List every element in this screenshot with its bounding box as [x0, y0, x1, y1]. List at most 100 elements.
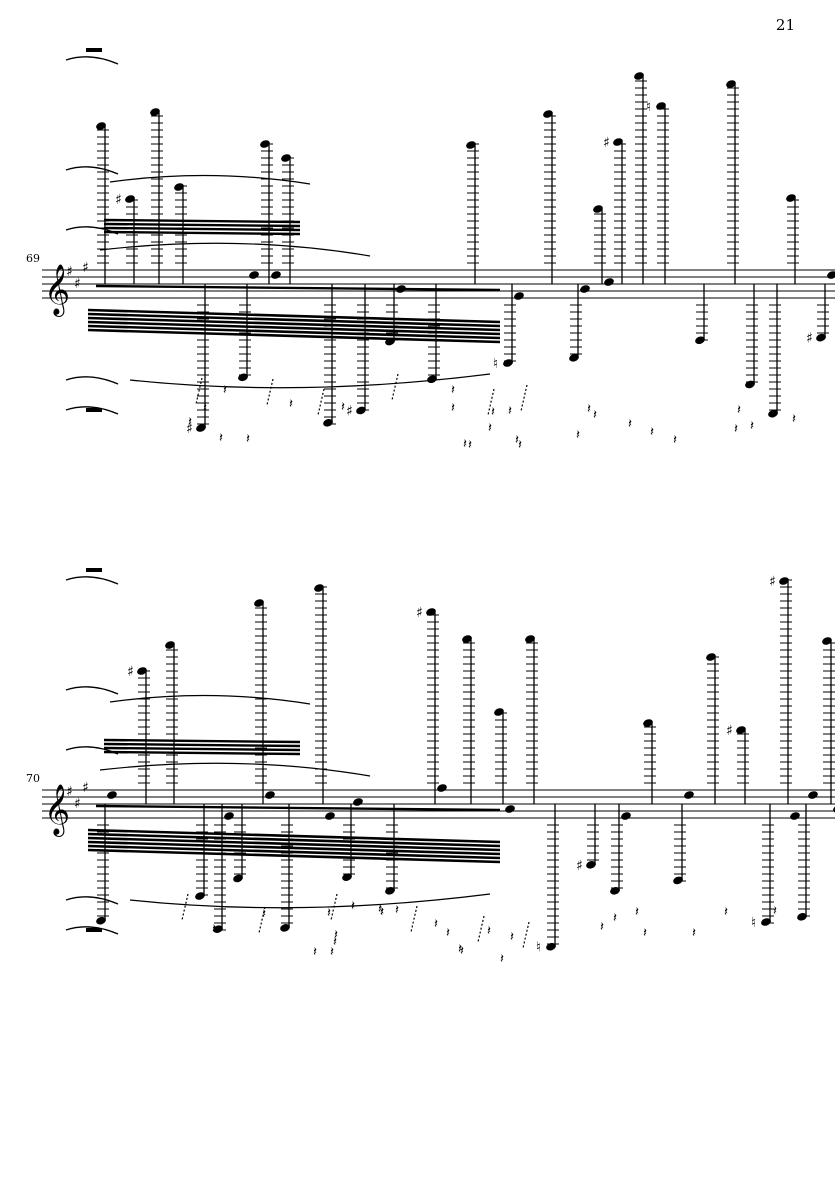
- quarter-rest-icon: 𝄽: [451, 383, 455, 398]
- notehead: [816, 333, 826, 342]
- notehead: [505, 805, 515, 813]
- notehead: [593, 205, 603, 213]
- notehead: [323, 419, 333, 427]
- beam: [87, 832, 501, 848]
- quarter-rest-icon: 𝄽: [515, 433, 519, 448]
- quarter-rest-icon: 𝄽: [203, 401, 207, 416]
- notehead: [260, 140, 270, 148]
- beam: [103, 222, 301, 228]
- beam: [103, 746, 301, 752]
- tremolo-stroke: [520, 384, 528, 412]
- notehead: [280, 924, 290, 932]
- note: ♮: [536, 804, 559, 956]
- notehead: [546, 942, 556, 951]
- note: ♯: [769, 574, 800, 820]
- note: ♮: [751, 804, 774, 931]
- quarter-rest-icon: 𝄽: [491, 405, 495, 420]
- beam: [95, 284, 501, 292]
- note: [610, 804, 631, 895]
- tremolo-stroke: [522, 921, 530, 949]
- note: [593, 205, 614, 286]
- note: [233, 804, 246, 883]
- quarter-rest-icon: 𝄽: [643, 926, 647, 941]
- notehead: [96, 916, 106, 925]
- quarter-rest-icon: 𝄽: [576, 428, 580, 443]
- notehead: [150, 108, 160, 116]
- beam: [103, 230, 301, 236]
- slur: [65, 166, 119, 175]
- quarter-rest-icon: 𝄽: [330, 945, 334, 960]
- quarter-rest-icon: 𝄽: [510, 930, 514, 945]
- note: [385, 804, 398, 895]
- key-sharp-icon: ♯: [74, 796, 81, 812]
- note: [280, 804, 293, 932]
- note: ♯: [127, 664, 150, 804]
- beam: [87, 844, 501, 860]
- tremolo-stroke: [317, 388, 325, 416]
- note: [195, 804, 208, 900]
- notehead: [233, 874, 243, 883]
- note: [260, 140, 281, 284]
- beam: [87, 320, 501, 336]
- sharp-icon: ♮: [536, 940, 541, 956]
- beam: [87, 324, 501, 340]
- note: [96, 791, 117, 925]
- notehead: [249, 271, 259, 279]
- quarter-rest-icon: 𝄽: [587, 402, 591, 417]
- quarter-rest-icon: 𝄽: [223, 383, 227, 398]
- quarter-rest-icon: 𝄽: [289, 397, 293, 412]
- beam: [87, 308, 501, 324]
- quarter-rest-icon: 𝄽: [750, 419, 754, 434]
- notehead: [437, 784, 447, 792]
- beam: [103, 218, 301, 224]
- notehead: [342, 873, 352, 881]
- quarter-rest-icon: 𝄽: [434, 917, 438, 932]
- slur: [65, 686, 119, 695]
- tremolo-stroke: [258, 906, 266, 934]
- notehead: [107, 791, 117, 799]
- quarter-rest-icon: 𝄽: [219, 431, 223, 446]
- sharp-icon: ♯: [603, 135, 610, 151]
- beam: [87, 316, 501, 332]
- beam: [87, 840, 501, 856]
- beam: [103, 750, 301, 756]
- notehead: [265, 791, 275, 799]
- quarter-rest-icon: 𝄽: [613, 911, 617, 926]
- tie: [109, 174, 311, 185]
- slur: [65, 896, 119, 905]
- quarter-rest-icon: 𝄽: [395, 903, 399, 918]
- note: [494, 708, 515, 813]
- notehead: [462, 635, 472, 643]
- note: [745, 284, 758, 389]
- quarter-rest-icon: 𝄽: [635, 905, 639, 920]
- whole-rest-icon: [86, 928, 102, 932]
- note: [525, 635, 538, 804]
- notehead: [827, 271, 835, 279]
- note: ♯: [346, 284, 369, 419]
- notehead: [808, 791, 818, 799]
- quarter-rest-icon: 𝄽: [378, 902, 382, 917]
- sharp-icon: ♯: [346, 403, 353, 419]
- notehead: [254, 599, 264, 607]
- notehead: [238, 373, 248, 382]
- quarter-rest-icon: 𝄽: [380, 905, 384, 920]
- note: ♯: [603, 135, 626, 284]
- notehead: [137, 667, 147, 675]
- note: [254, 599, 275, 804]
- notehead: [610, 887, 620, 895]
- beam: [103, 738, 301, 744]
- notehead: [325, 812, 335, 820]
- quarter-rest-icon: 𝄽: [468, 438, 472, 453]
- quarter-rest-icon: 𝄽: [351, 899, 355, 914]
- tremolo-stroke: [477, 915, 485, 943]
- sharp-icon: ♯: [186, 421, 193, 437]
- note: [569, 284, 590, 362]
- slur: [65, 56, 119, 65]
- slur: [65, 376, 119, 385]
- notehead: [768, 409, 778, 418]
- tie: [129, 373, 491, 389]
- tremolo-stroke: [266, 378, 274, 406]
- notehead: [174, 183, 184, 191]
- note: [342, 798, 363, 881]
